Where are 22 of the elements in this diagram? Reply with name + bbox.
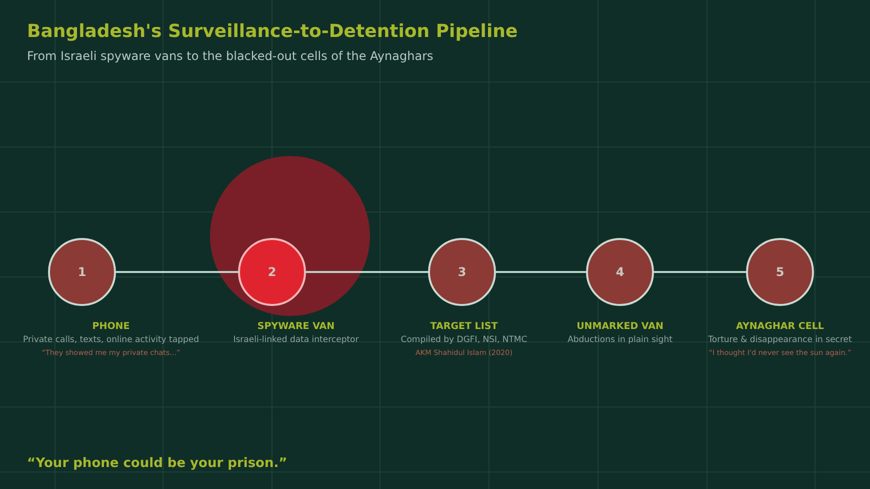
connector-line — [306, 271, 428, 273]
connector-line — [654, 271, 746, 273]
footer-quote: “Your phone could be your prison.” — [27, 456, 288, 471]
step-title: UNMARKED VAN — [576, 321, 664, 332]
step-number: 5 — [776, 265, 784, 279]
step-description: Torture & disappearance in secret — [707, 335, 853, 345]
title: Bangladesh's Surveillance-to-Detention Pipeline — [27, 21, 518, 42]
step-title: TARGET LIST — [429, 321, 499, 332]
step-description: Compiled by DGFI, NSI, NTMC — [400, 335, 528, 345]
step-description: Israeli-linked data interceptor — [232, 335, 360, 345]
step-description: Private calls, texts, online activity tapped — [22, 335, 200, 345]
connector-line — [116, 271, 238, 273]
step-number: 4 — [616, 265, 624, 279]
subtitle: From Israeli spyware vans to the blacked-out cells of the Aynaghars — [27, 49, 434, 63]
step-number: 3 — [458, 265, 466, 279]
step-number: 2 — [268, 265, 276, 279]
step-title: AYNAGHAR CELL — [735, 321, 825, 332]
step-description: Abductions in plain sight — [566, 335, 674, 345]
step-title: SPYWARE VAN — [256, 321, 336, 332]
step-number: 1 — [78, 265, 86, 279]
step-title: PHONE — [91, 321, 131, 332]
connector-line — [496, 271, 586, 273]
